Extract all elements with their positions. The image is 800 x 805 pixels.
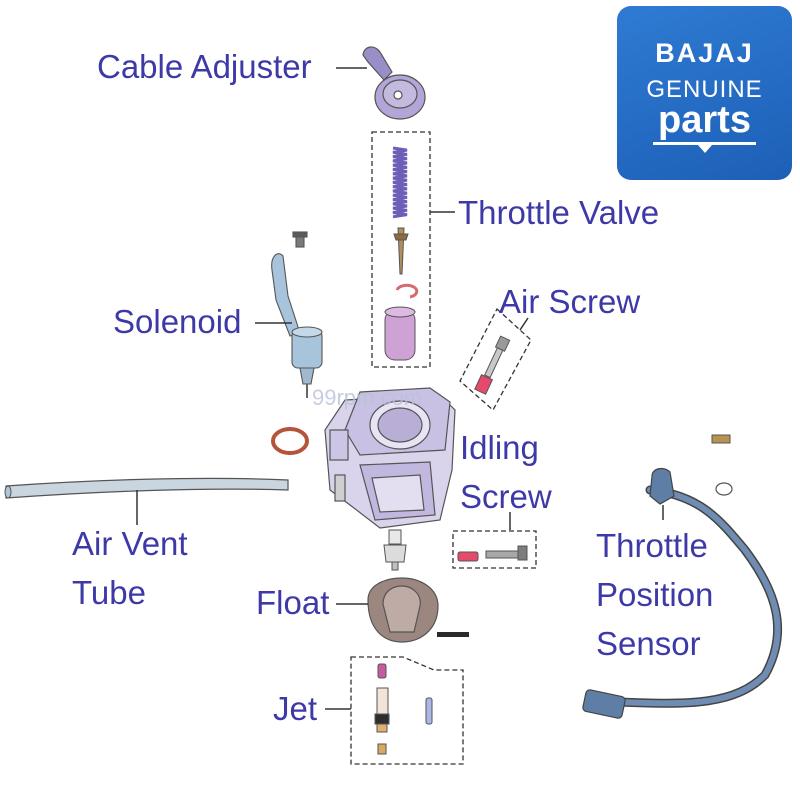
o-ring-part (271, 427, 309, 455)
solenoid-part (271, 231, 323, 398)
label-cable-adjuster: Cable Adjuster (97, 48, 312, 85)
label-air-screw: Air Screw (499, 283, 641, 320)
label-float: Float (256, 584, 330, 621)
needle-valve-part (383, 529, 407, 571)
watermark-text: 99rpm.com (312, 385, 422, 410)
label-air-vent-line1: Air Vent (72, 525, 188, 562)
bajaj-genuine-parts-badge: BAJAJ GENUINE parts (617, 6, 792, 180)
throttle-position-sensor-part (582, 434, 783, 719)
leader-air-screw (519, 317, 529, 331)
badge-genuine: GENUINE (646, 76, 763, 103)
label-idling-line1: Idling (460, 429, 539, 466)
badge-arrow-icon (698, 145, 712, 153)
air-screw-group (459, 307, 532, 412)
float-part (367, 577, 439, 643)
badge-parts: parts (658, 99, 751, 141)
idling-screw-group (452, 530, 537, 569)
label-idling-line2: Screw (460, 478, 552, 515)
badge-underline (653, 142, 756, 145)
label-tps-line3: Sensor (596, 625, 701, 662)
cable-adjuster-part (362, 46, 426, 120)
label-solenoid: Solenoid (113, 303, 242, 340)
float-pin-part (437, 632, 469, 637)
label-tps-line2: Position (596, 576, 714, 613)
badge-brand: BAJAJ (655, 38, 754, 68)
air-vent-tube-part (4, 477, 289, 499)
jet-part (374, 663, 433, 755)
throttle-valve-box (371, 131, 431, 368)
label-throttle-valve: Throttle Valve (458, 194, 660, 231)
throttle-valve-part (384, 146, 419, 361)
jet-box (350, 656, 464, 765)
label-jet: Jet (273, 690, 318, 727)
label-tps-line1: Throttle (596, 527, 708, 564)
label-air-vent-line2: Tube (72, 574, 146, 611)
carburetor-body-part (324, 387, 456, 529)
